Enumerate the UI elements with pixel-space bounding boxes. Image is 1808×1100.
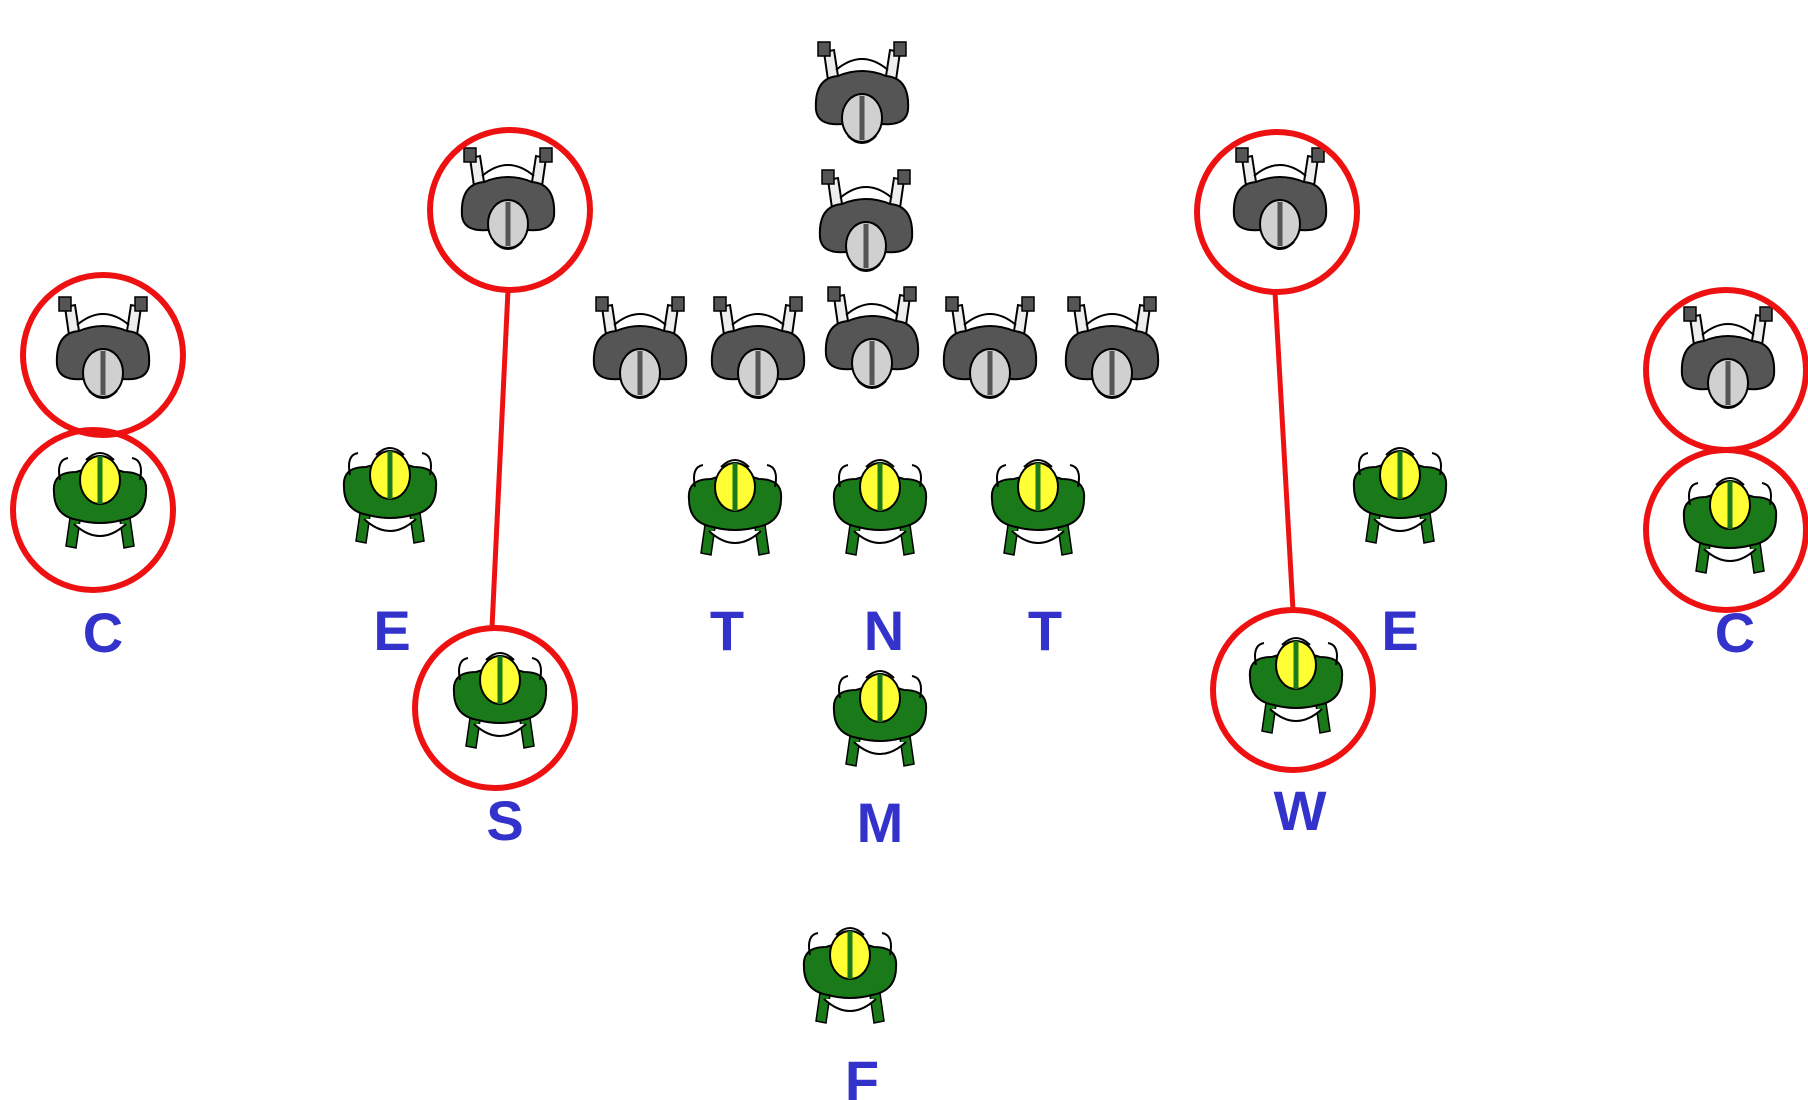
off-slot-right-to-def-will-matchup-line — [1272, 291, 1296, 611]
def-corner-right-label: C — [1715, 601, 1755, 664]
def-corner-right-highlight-circle — [1643, 447, 1808, 613]
off-center-player — [824, 286, 920, 389]
off-back-player — [818, 169, 914, 272]
def-sam-player — [452, 652, 548, 749]
def-free-player — [802, 927, 898, 1024]
def-corner-left-player — [52, 452, 148, 549]
off-left-tackle-player — [592, 296, 688, 399]
def-tackle-left-label: T — [710, 599, 744, 662]
off-right-tackle-player — [1064, 296, 1160, 399]
off-slot-left-highlight-circle — [427, 127, 593, 293]
def-corner-left-label: C — [83, 601, 123, 664]
off-slot-right-player — [1232, 147, 1328, 250]
position-labels: C E T N T E C S M W F — [83, 599, 1755, 1100]
off-slot-right-highlight-circle — [1194, 129, 1360, 295]
def-corner-left-highlight-circle — [10, 427, 176, 593]
def-end-left-player — [342, 447, 438, 544]
highlight-circles — [10, 127, 1808, 791]
def-sam-label: S — [486, 789, 523, 852]
def-end-left-label: E — [373, 599, 410, 662]
players — [52, 41, 1778, 1024]
def-tackle-left-player — [687, 459, 783, 556]
off-slot-left-player — [460, 147, 556, 250]
off-right-guard-player — [942, 296, 1038, 399]
def-mike-label: M — [857, 791, 904, 854]
matchup-lines — [489, 289, 1296, 629]
def-end-right-label: E — [1381, 599, 1418, 662]
def-tackle-right-player — [990, 459, 1086, 556]
off-wide-left-player — [55, 296, 151, 399]
off-slot-left-to-def-sam-matchup-line — [489, 289, 511, 629]
def-will-highlight-circle — [1210, 607, 1376, 773]
def-will-label: W — [1274, 779, 1327, 842]
off-wide-left-highlight-circle — [20, 272, 186, 438]
off-wide-right-player — [1680, 306, 1776, 409]
off-left-guard-player — [710, 296, 806, 399]
def-mike-player — [832, 670, 928, 767]
def-end-right-player — [1352, 447, 1448, 544]
def-will-player — [1248, 637, 1344, 734]
def-nose-label: N — [864, 599, 904, 662]
def-free-label: F — [845, 1049, 879, 1100]
off-deep-player — [814, 41, 910, 144]
def-nose-player — [832, 459, 928, 556]
def-sam-highlight-circle — [412, 625, 578, 791]
def-corner-right-player — [1682, 477, 1778, 574]
def-tackle-right-label: T — [1028, 599, 1062, 662]
